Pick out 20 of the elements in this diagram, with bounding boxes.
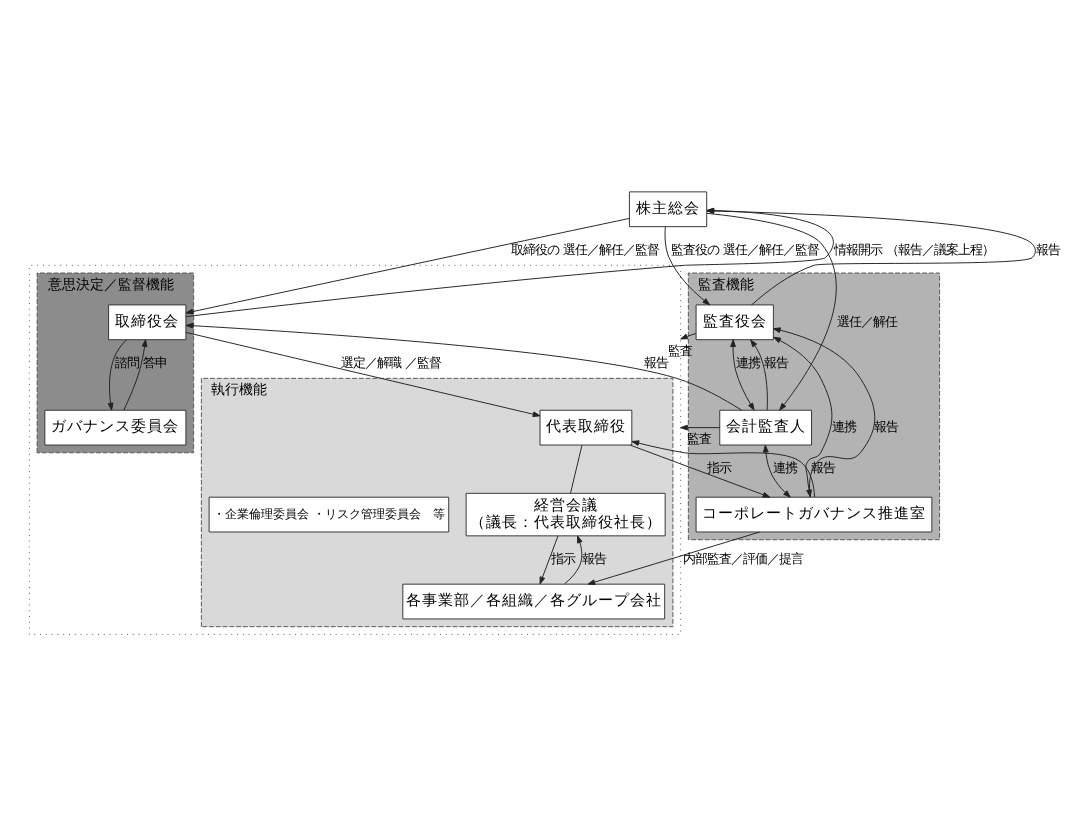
arrow	[587, 531, 761, 585]
cluster	[28, 264, 682, 635]
arrow	[730, 339, 755, 411]
arrow	[762, 444, 791, 498]
connector	[570, 444, 583, 494]
arrow	[664, 226, 711, 306]
arrow	[185, 217, 630, 315]
arrow	[185, 207, 834, 318]
arrow	[123, 339, 148, 411]
arrow	[706, 208, 1036, 306]
arrow	[185, 331, 541, 418]
arrow	[706, 212, 837, 411]
arrow	[185, 322, 742, 411]
arrow	[107, 339, 127, 411]
arrow	[680, 424, 721, 431]
arrow	[629, 444, 771, 498]
arrow	[564, 535, 583, 585]
arrow	[539, 535, 559, 585]
arrow	[750, 339, 768, 411]
arrow	[680, 332, 697, 340]
